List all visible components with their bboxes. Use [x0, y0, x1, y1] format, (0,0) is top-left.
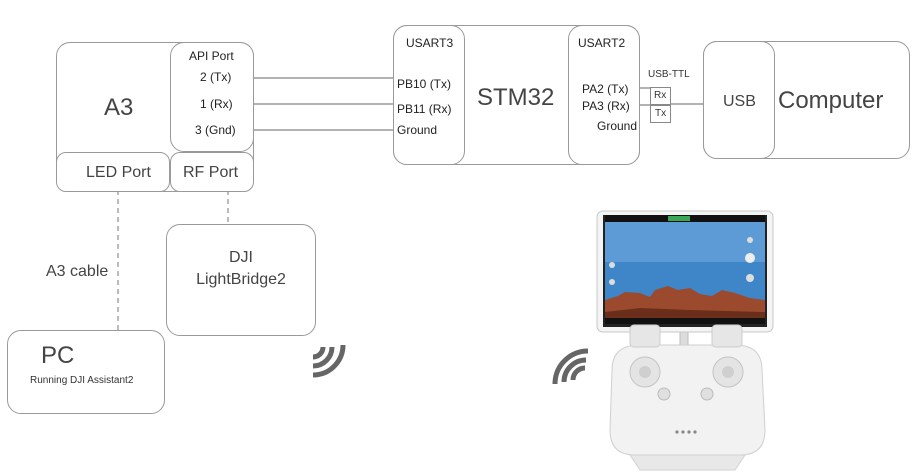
usart2-label: USART2 [578, 36, 626, 50]
api-port-label: API Port [189, 49, 234, 63]
pa3-label: PA3 (Rx) [582, 99, 630, 113]
usb-label: USB [723, 93, 756, 110]
usart3-ground-label: Ground [397, 123, 438, 137]
led-port-label: LED Port [86, 164, 151, 181]
usb-ttl-tx-box [650, 105, 671, 123]
pa2-label: PA2 (Tx) [582, 82, 629, 96]
usb-port-box [703, 41, 775, 159]
rf-port-box [170, 152, 254, 192]
lightbridge-line2: LightBridge2 [196, 271, 286, 288]
api-port-box [170, 42, 254, 152]
a3-title: A3 [104, 94, 134, 121]
usart2-box [568, 25, 640, 165]
usb-ttl-label: USB-TTL [648, 69, 690, 80]
usart3-label: USART3 [406, 36, 454, 50]
a3-pin-rx: 1 (Rx) [200, 97, 233, 111]
lightbridge-signal-icon [312, 344, 346, 378]
pb11-label: PB11 (Rx) [397, 102, 452, 116]
computer-title: Computer [778, 87, 884, 114]
usart2-ground-label: Ground [597, 119, 638, 133]
led-port-box [56, 152, 170, 192]
controller-signal-icon [552, 348, 589, 385]
lightbridge-box [166, 224, 316, 336]
stm32-title: STM32 [477, 84, 555, 111]
pb10-label: PB10 (Tx) [397, 77, 452, 91]
pc-title: PC [41, 342, 75, 369]
usb-ttl-rx-box [650, 87, 671, 105]
pc-subtitle: Running DJI Assistant2 [30, 375, 134, 386]
usb-ttl-rx-label: Rx [654, 90, 667, 101]
lightbridge-line1: DJI [229, 249, 253, 266]
usart3-box [393, 25, 465, 165]
a3-pin-tx: 2 (Tx) [200, 70, 232, 84]
remote-controller-image [596, 210, 774, 471]
pc-box [7, 330, 165, 414]
usb-ttl-tx-label: Tx [655, 108, 667, 119]
a3-pin-gnd: 3 (Gnd) [195, 123, 236, 137]
a3-cable-label: A3 cable [46, 263, 109, 280]
rf-port-label: RF Port [183, 164, 239, 181]
